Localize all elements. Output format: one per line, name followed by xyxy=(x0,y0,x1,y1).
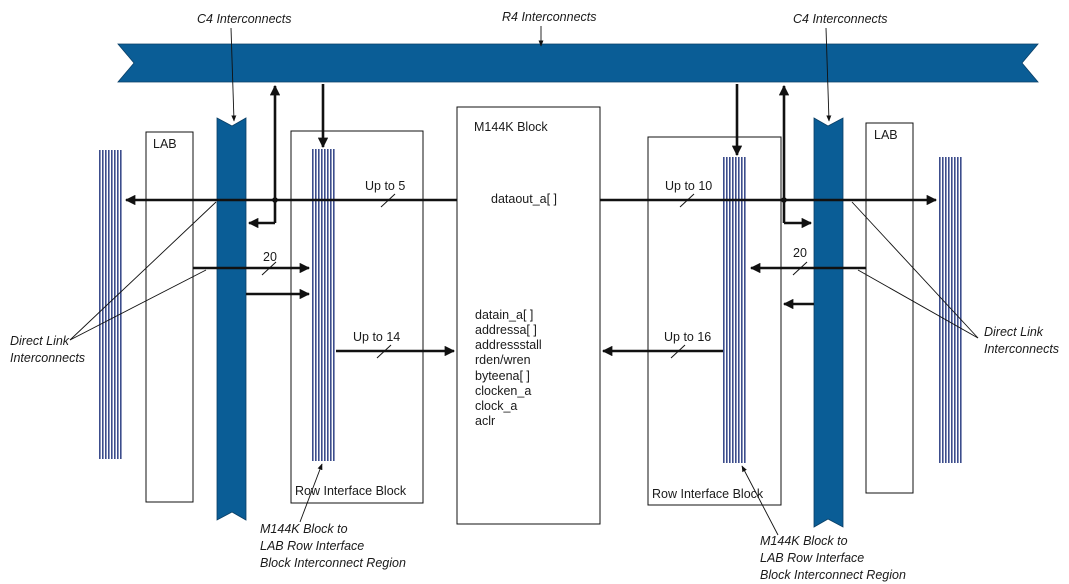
c4-interconnect-bus-left xyxy=(216,117,247,521)
bus-width-label: 20 xyxy=(263,250,277,264)
callout-line xyxy=(857,269,979,339)
callout-line xyxy=(851,201,979,339)
bus-width-slash xyxy=(670,344,686,359)
input-port-label: clocken_a xyxy=(475,384,531,398)
bus-width-slash xyxy=(376,344,392,359)
callout-line xyxy=(825,27,832,122)
dataout-port-label: dataout_a[ ] xyxy=(491,192,557,206)
bus-width-label: Up to 14 xyxy=(353,330,400,344)
input-port-label: addressa[ ] xyxy=(475,323,537,337)
direct-link-interconnects-label-left: Direct Link xyxy=(10,334,70,348)
bus-width-slash xyxy=(792,261,808,276)
direct-link-region-right xyxy=(939,157,963,463)
region-label-left: M144K Block to xyxy=(260,522,348,536)
direct-link-interconnects-label-right: Interconnects xyxy=(984,342,1059,356)
region-label-right: M144K Block to xyxy=(760,534,848,548)
direct-link-interconnects-label-left: Interconnects xyxy=(10,351,85,365)
input-port-label: addressstall xyxy=(475,338,542,352)
callout-line xyxy=(230,27,237,122)
region-label-right: LAB Row Interface xyxy=(760,551,864,565)
c4-interconnect-bus-right xyxy=(813,117,844,528)
r4-interconnect-bus xyxy=(117,43,1039,83)
input-port-label: byteena[ ] xyxy=(475,369,530,383)
region-label-left: Block Interconnect Region xyxy=(260,556,406,570)
c4-interconnects-label-left: C4 Interconnects xyxy=(197,12,292,26)
direct-link-interconnects-label-right: Direct Link xyxy=(984,325,1044,339)
lab-right-label: LAB xyxy=(874,128,898,142)
row-interface-left-label: Row Interface Block xyxy=(295,484,407,498)
callout-line xyxy=(299,463,323,523)
region-label-left: LAB Row Interface xyxy=(260,539,364,553)
interconnect-region-left xyxy=(312,149,336,461)
input-port-label: clock_a xyxy=(475,399,517,413)
lab-left-label: LAB xyxy=(153,137,177,151)
r4-interconnects-label: R4 Interconnects xyxy=(502,10,597,24)
bus-width-label: 20 xyxy=(793,246,807,260)
m144k-block xyxy=(456,106,601,525)
bus-width-slash xyxy=(380,193,396,208)
lab-block-left xyxy=(145,131,194,503)
direct-link-region-left xyxy=(99,150,123,459)
interconnect-region-right xyxy=(723,157,747,463)
input-port-label: aclr xyxy=(475,414,495,428)
callout-line xyxy=(69,201,217,341)
input-port-label: datain_a[ ] xyxy=(475,308,533,322)
region-label-right: Block Interconnect Region xyxy=(760,568,906,582)
row-interface-block-right xyxy=(647,136,782,506)
bus-width-label: Up to 10 xyxy=(665,179,712,193)
bus-width-label: Up to 5 xyxy=(365,179,405,193)
bus-width-label: Up to 16 xyxy=(664,330,711,344)
c4-interconnects-label-right: C4 Interconnects xyxy=(793,12,888,26)
input-port-label: rden/wren xyxy=(475,353,531,367)
bus-width-slash xyxy=(679,193,695,208)
bus-width-slash xyxy=(261,261,277,276)
lab-block-right xyxy=(865,122,914,494)
row-interface-right-label: Row Interface Block xyxy=(652,487,764,501)
m144k-block-title: M144K Block xyxy=(474,120,548,134)
callout-line xyxy=(741,465,779,536)
callout-line xyxy=(69,269,207,341)
